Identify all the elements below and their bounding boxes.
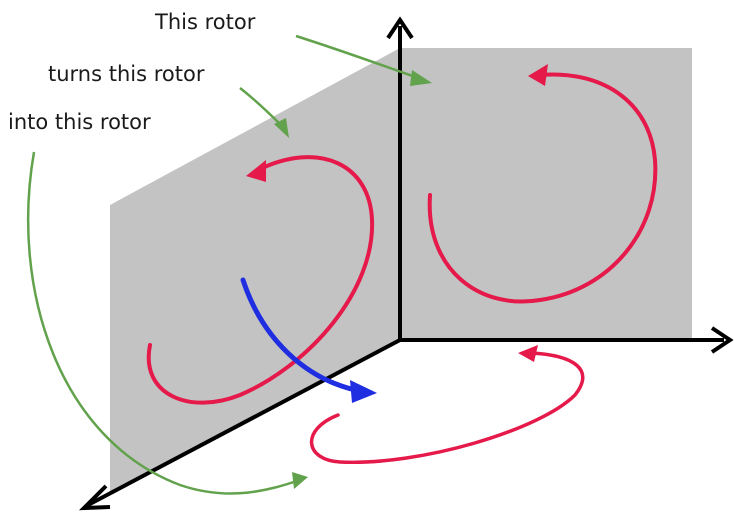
annotation-arrow-into-this-rotor	[26, 151, 308, 495]
rotor-xy	[309, 345, 585, 465]
rotor-xz	[146, 155, 375, 405]
label-into-this-rotor: into this rotor	[8, 110, 151, 134]
rotation-arrow	[240, 277, 377, 403]
y-axis	[400, 326, 734, 354]
annotation-arrow-turns-this-rotor	[239, 87, 289, 138]
rotor-yz	[427, 64, 658, 304]
x-axis	[78, 338, 401, 511]
label-turns-this-rotor: turns this rotor	[48, 62, 205, 86]
annotation-arrow-this-rotor	[295, 34, 432, 86]
label-this-rotor: This rotor	[154, 10, 256, 34]
z-axis	[386, 16, 414, 340]
